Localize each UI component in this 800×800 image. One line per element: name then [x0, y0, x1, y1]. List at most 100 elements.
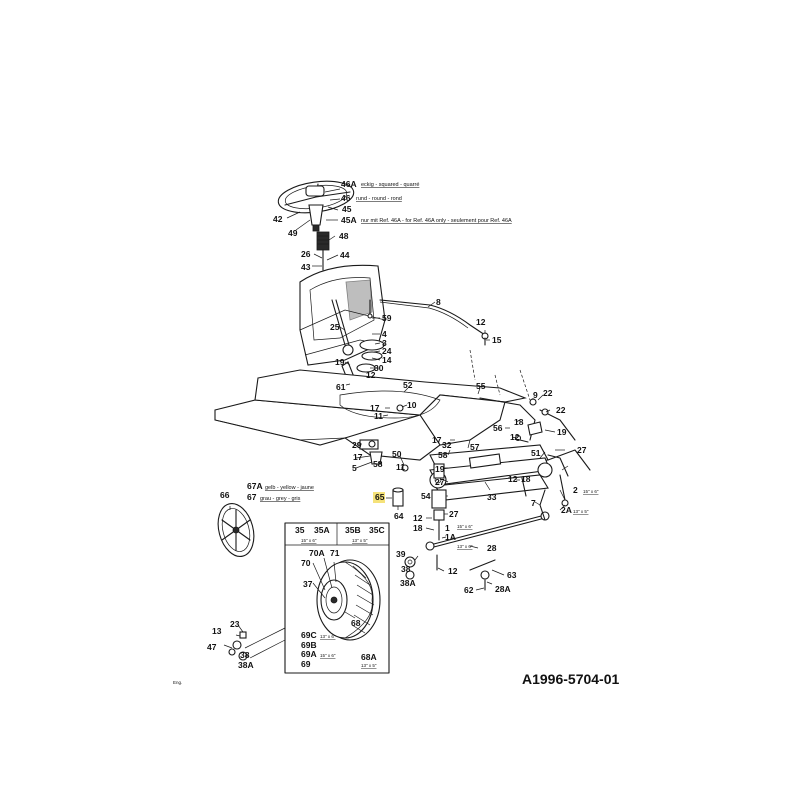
- callout-18-spindle: 18: [413, 523, 423, 533]
- callout-71: 71: [330, 548, 340, 558]
- leader-lines: [223, 188, 569, 649]
- callout-28A: 28A: [495, 584, 511, 594]
- callout-68: 68: [351, 618, 361, 628]
- callout-29: 29: [352, 440, 362, 450]
- front-axle: [429, 409, 591, 501]
- steering-wheel: [277, 180, 355, 232]
- callout-22-a: 22: [543, 388, 553, 398]
- callout-17-mid: 17: [432, 435, 442, 445]
- size-annotations: 15" x 6" 13" x 6" 15" x 6" 13" x 5" 13" …: [320, 489, 599, 668]
- callout-42: 42: [273, 214, 283, 224]
- table-size-35BC: 13" x 5": [352, 538, 368, 543]
- callout-54: 54: [421, 491, 431, 501]
- note-67A: gelb - yellow - jaune: [265, 485, 314, 491]
- callout-69A: 69A: [301, 649, 317, 659]
- callout-48: 48: [339, 231, 349, 241]
- axle-parts: [228, 556, 416, 661]
- callout-59: 59: [382, 313, 392, 323]
- callout-38-right: 38: [401, 564, 411, 574]
- note-46A: eckig - squared - quarré: [361, 182, 419, 188]
- right-linkage: [514, 398, 569, 497]
- callout-12-mid: 12: [366, 370, 376, 380]
- dashboard-panel: [299, 264, 386, 366]
- callout-51: 51: [531, 448, 541, 458]
- callout-69: 69: [301, 659, 311, 669]
- callout-11-lower: 11: [396, 462, 405, 472]
- callout-2: 2: [573, 485, 578, 495]
- left-linkage: [359, 299, 409, 472]
- callout-39: 39: [396, 549, 406, 559]
- callout-45A: 45A: [341, 215, 357, 225]
- callout-67A: 67A: [247, 481, 263, 491]
- callout-19-right: 19: [557, 427, 567, 437]
- size-1: 15" x 6": [457, 524, 473, 529]
- callout-32: 32: [442, 440, 452, 450]
- callout-18-upper: 18: [514, 417, 524, 427]
- callout-24: 24: [382, 346, 392, 356]
- callout-68A: 68A: [361, 652, 377, 662]
- callout-15: 15: [492, 335, 502, 345]
- drawing-reference: A1996-5704-01: [522, 671, 620, 687]
- hub-cap: [217, 503, 255, 557]
- callout-12-axle: 12: [508, 474, 518, 484]
- callout-37: 37: [303, 579, 313, 589]
- callout-19-upper: 19: [335, 357, 345, 367]
- callout-38-left: 38: [240, 650, 250, 660]
- note-46: rund - round - rond: [356, 196, 402, 202]
- table-header-35: 35: [295, 525, 305, 535]
- callout-11-upper: 11: [374, 411, 383, 421]
- callout-47: 47: [207, 642, 217, 652]
- size-2: 15" x 6": [583, 489, 599, 494]
- callout-62: 62: [464, 585, 474, 595]
- table-header-35A: 35A: [314, 525, 330, 535]
- callout-52: 52: [403, 380, 413, 390]
- callout-49: 49: [288, 228, 298, 238]
- callout-58-right: 58: [438, 450, 448, 460]
- callout-13: 13: [212, 626, 222, 636]
- size-69A: 15" x 6": [320, 653, 336, 658]
- callout-70A: 70A: [309, 548, 325, 558]
- callout-26: 26: [301, 249, 311, 259]
- callout-66: 66: [220, 490, 230, 500]
- size-1A: 13" x 6": [457, 544, 473, 549]
- callout-64: 64: [394, 511, 404, 521]
- callout-45: 45: [342, 204, 352, 214]
- table-header-35B: 35B: [345, 525, 361, 535]
- callout-28: 28: [487, 543, 497, 553]
- rear-tire: [316, 559, 381, 641]
- callout-1: 1: [445, 523, 450, 533]
- callout-17-upper: 17: [370, 403, 380, 413]
- callout-14: 14: [382, 355, 392, 365]
- callout-56: 56: [493, 423, 503, 433]
- callout-9: 9: [533, 390, 538, 400]
- callout-27-right: 27: [577, 445, 587, 455]
- callout-38A-left: 38A: [238, 660, 254, 670]
- callout-27-mid: 27: [435, 477, 445, 487]
- table-size-35A: 15" x 6": [301, 538, 317, 543]
- callout-43: 43: [301, 262, 311, 272]
- spindle-assembly: [425, 463, 550, 591]
- callout-63: 63: [507, 570, 517, 580]
- notes: eckig - squared - quarré rund - round - …: [260, 182, 512, 502]
- table-header-35C: 35C: [369, 525, 385, 535]
- callout-65: 65: [375, 492, 385, 502]
- callout-55: 55: [476, 381, 486, 391]
- callout-27-spindle: 27: [449, 509, 459, 519]
- callout-23: 23: [230, 619, 240, 629]
- note-67: grau - grey - gris: [260, 496, 301, 502]
- size-68A: 13" x 5": [361, 663, 377, 668]
- callout-30: 30: [374, 363, 384, 373]
- callout-33: 33: [487, 492, 497, 502]
- wheel-table-box: [284, 522, 390, 674]
- note-45A: nur mit Ref. 46A - for Ref. 46A only - s…: [361, 218, 512, 224]
- callout-2A: 2A: [561, 505, 572, 515]
- callout-12-top: 12: [476, 317, 486, 327]
- callout-12-right: 12: [510, 432, 520, 442]
- size-69C: 13" x 6": [320, 634, 336, 639]
- callout-69C: 69C: [301, 630, 317, 640]
- callout-61: 61: [336, 382, 346, 392]
- throttle-cable: [379, 299, 489, 346]
- callout-19-lower: 19: [435, 464, 445, 474]
- callout-58-left: 58: [373, 459, 383, 469]
